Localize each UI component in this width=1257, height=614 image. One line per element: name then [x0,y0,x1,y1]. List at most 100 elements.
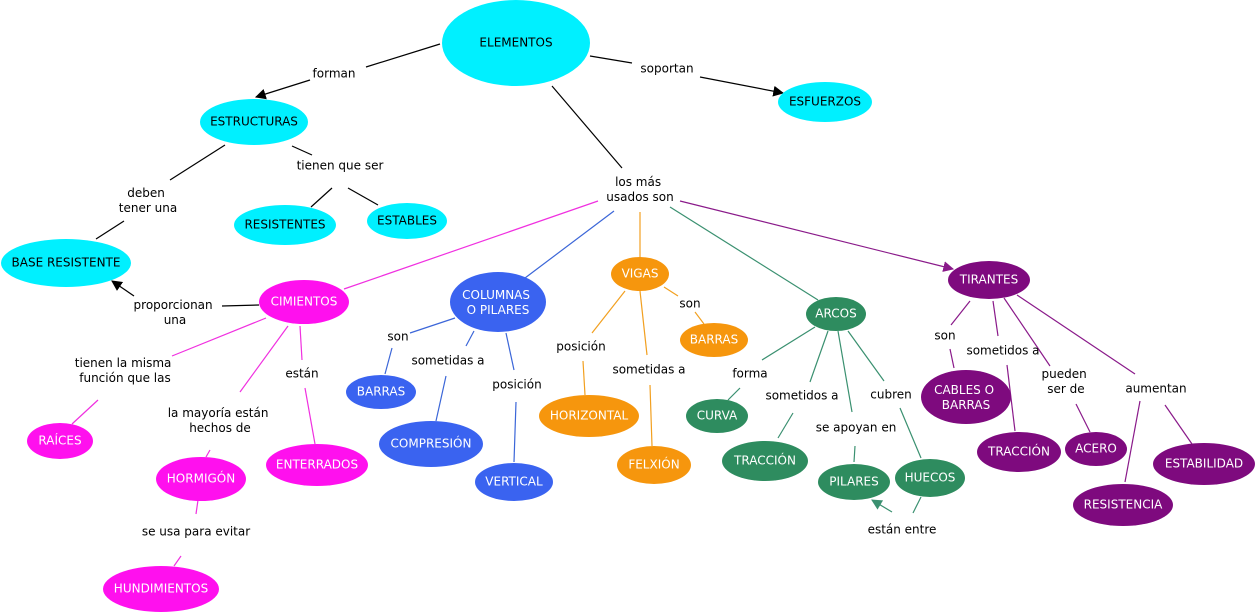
connector-losmas-cimientos [343,200,599,290]
node-hormigon[interactable]: HORMIGÓN [156,457,246,501]
link-son-columnas: son [387,330,408,344]
connector-estructuras-deben [169,144,226,181]
connector-son-barras [384,347,393,375]
connector-tienen-estables [347,187,379,206]
node-barras-columnas[interactable]: BARRAS [346,375,416,409]
node-traccion-arcos[interactable]: TRACCIÓN [722,441,808,481]
node-resistencia[interactable]: RESISTENCIA [1073,484,1173,526]
svg-text:TRACCIÓN: TRACCIÓN [733,453,796,468]
connector-sometidas-compresion [435,375,447,422]
link-tienen-que-ser: tienen que ser [297,159,384,173]
link-labels: forman soportan tienen que ser deben ten… [75,62,1187,539]
connector-tirantes-pueden [1003,297,1051,367]
connector-forma-curva [727,387,741,401]
node-estabilidad[interactable]: ESTABILIDAD [1153,443,1255,485]
node-columnas[interactable]: COLUMNAS O PILARES [450,272,546,332]
connector-soportan-esfuerzos [699,76,785,97]
svg-text:HUECOS: HUECOS [905,471,956,485]
link-proporcionan: proporcionan una [134,298,217,327]
connector-estanentre-pilares [871,499,893,513]
connector-losmas-columnas [524,210,615,279]
node-tirantes[interactable]: TIRANTES [948,261,1030,299]
svg-text:BARRAS: BARRAS [357,385,405,399]
connector-columnas-posicion [505,332,515,371]
svg-text:COLUMNAS O PILARES: COLUMNAS O PILARES [462,288,534,317]
connector-vigas-son [663,286,679,297]
connectors [71,43,1193,567]
svg-text:VERTICAL: VERTICAL [485,475,543,489]
svg-text:ESTRUCTURAS: ESTRUCTURAS [210,115,298,129]
connector-tirantes-aumentan [1016,294,1136,375]
node-elementos[interactable]: ELEMENTOS [442,0,590,86]
connector-seusa-hundimientos [173,555,182,567]
svg-text:TIRANTES: TIRANTES [959,273,1018,287]
link-sometidas-columnas: sometidas a [411,354,484,368]
svg-text:PILARES: PILARES [829,475,878,489]
connector-proporcionan-base [111,280,135,297]
node-estables[interactable]: ESTABLES [367,203,447,239]
node-traccion-tirantes[interactable]: TRACCIÓN [977,432,1061,472]
connector-arcos-cubren [847,330,885,382]
svg-text:ACERO: ACERO [1075,442,1117,456]
connector-sometidos-traccion-tir [1006,364,1016,432]
connector-arcos-forma [761,326,816,361]
connector-vigas-posicion [591,290,626,334]
node-resistentes[interactable]: RESISTENTES [234,205,336,245]
svg-text:HORIZONTAL: HORIZONTAL [550,409,629,423]
node-barras-vigas[interactable]: BARRAS [680,323,748,357]
connector-cimientos-tienen [171,317,267,357]
link-son-vigas: son [679,297,700,311]
node-esfuerzos[interactable]: ESFUERZOS [778,82,872,122]
connector-tirantes-sometidos [992,300,999,337]
connector-tienen-resistentes [310,187,333,208]
link-forman: forman [313,67,356,81]
node-cimientos[interactable]: CIMIENTOS [259,280,349,324]
connector-pueden-acero [1075,403,1091,433]
connector-cubren-huecos [899,407,922,459]
link-los-mas: los más usados son [606,175,673,204]
node-cables[interactable]: CABLES O BARRAS [921,370,1011,424]
node-acero[interactable]: ACERO [1065,432,1127,466]
connector-seapoyan-pilares [853,445,856,463]
svg-text:BARRAS: BARRAS [690,333,738,347]
node-horizontal[interactable]: HORIZONTAL [539,395,639,437]
node-estructuras[interactable]: ESTRUCTURAS [200,99,308,145]
svg-text:HUNDIMIENTOS: HUNDIMIENTOS [114,582,208,596]
node-felxion[interactable]: FELXIÓN [617,446,691,484]
svg-text:ARCOS: ARCOS [815,307,856,321]
connector-columnas-sometidas [465,330,475,347]
svg-text:ENTERRADOS: ENTERRADOS [276,458,358,472]
svg-text:BASE RESISTENTE: BASE RESISTENTE [12,256,121,270]
connector-losmas-tirantes [679,200,955,272]
node-raices[interactable]: RAÍCES [27,423,93,459]
svg-text:ESFUERZOS: ESFUERZOS [789,95,861,109]
svg-text:VIGAS: VIGAS [622,267,659,281]
link-pueden: pueden ser de [1041,367,1090,396]
node-arcos[interactable]: ARCOS [806,297,866,331]
node-base-resistente[interactable]: BASE RESISTENTE [1,239,131,287]
connector-cimientos-proporcionan [221,304,260,307]
node-enterrados[interactable]: ENTERRADOS [266,444,368,486]
node-hundimientos[interactable]: HUNDIMIENTOS [103,566,219,612]
link-se-apoyan: se apoyan en [816,421,897,435]
link-sometidos-arcos: sometidos a [765,389,838,403]
link-aumentan: aumentan [1125,382,1186,396]
node-pilares[interactable]: PILARES [818,464,890,500]
connector-posicion-vertical [513,401,517,463]
svg-text:RESISTENTES: RESISTENTES [244,218,325,232]
node-curva[interactable]: CURVA [686,399,748,433]
link-sometidos-tirantes: sometidos a [966,344,1039,358]
connector-cimientos-mayoria [239,325,289,393]
link-se-usa: se usa para evitar [142,525,250,539]
node-huecos[interactable]: HUECOS [895,459,965,497]
node-vigas[interactable]: VIGAS [611,257,669,291]
connector-elementos-losmas [551,85,623,169]
connector-forman-estructuras [254,79,311,100]
link-cubren: cubren [870,388,911,402]
svg-text:CURVA: CURVA [697,409,738,423]
node-compresion[interactable]: COMPRESIÓN [379,421,483,467]
node-vertical[interactable]: VERTICAL [475,463,553,501]
connector-tienen-raices [71,399,99,425]
